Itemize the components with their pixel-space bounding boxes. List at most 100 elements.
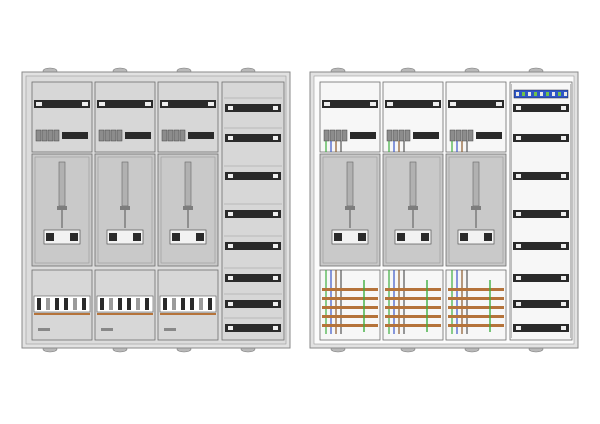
meter-col-1-breaker-1 (104, 129, 111, 142)
distribution-rail-7-slot-a (228, 326, 233, 330)
meter-col-0-meter-display-a (46, 233, 54, 241)
meter-col-1-breaker-3 (404, 129, 411, 142)
meter-col-2-busbar-1 (448, 297, 504, 300)
distribution-rail-7-slot-b (561, 326, 566, 330)
distribution-rail-2-slot-b (273, 174, 278, 178)
distribution-rail-6-slot-b (273, 302, 278, 306)
meter-col-1-rail-top-slot-a (387, 102, 393, 106)
meter-col-1-breaker-2 (398, 129, 405, 142)
distribution-rail-5-slot-b (561, 276, 566, 280)
meter-col-1-rail-mid (125, 132, 151, 139)
meter-col-2-upper (445, 81, 507, 153)
distribution-rail-7-slot-b (273, 326, 278, 330)
meter-col-2-label-plate (164, 328, 176, 331)
meter-col-1-terminal-3 (127, 298, 131, 310)
meter-col-0-rail-top-slot-b (82, 102, 88, 106)
distribution-rail-6-slot-a (516, 302, 521, 306)
meter-col-1-rail-top-slot-a (99, 102, 105, 106)
meter-col-2-rail-top (448, 100, 504, 108)
distribution-rail-1 (513, 134, 569, 142)
distribution-rail-3-slot-a (516, 212, 521, 216)
meter-col-0-label-plate (38, 328, 50, 331)
meter-col-0-meter-display-b (70, 233, 78, 241)
meter-col-2-rail-top-slot-a (162, 102, 168, 106)
meter-col-0-rail-top-slot-a (324, 102, 330, 106)
distribution-terminal-2 (528, 92, 531, 96)
meter-col-2-breaker-1 (455, 129, 462, 142)
meter-col-1-rail-top-slot-b (433, 102, 439, 106)
distribution-rail-3-slot-b (273, 212, 278, 216)
meter-col-2-rail-top-slot-b (208, 102, 214, 106)
meter-col-0-terminal-cover (33, 295, 91, 313)
meter-col-1-breaker-2 (110, 129, 117, 142)
meter-col-1-breaker-0 (386, 129, 393, 142)
distribution-terminal-3 (534, 92, 537, 96)
distribution-rail-4-slot-b (561, 244, 566, 248)
distribution-rail-2 (225, 172, 281, 180)
distribution-rail-2 (513, 172, 569, 180)
distribution-terminal-6 (552, 92, 555, 96)
meter-col-2-terminal-0 (163, 298, 167, 310)
meter-col-2-breaker-2 (461, 129, 468, 142)
distribution-terminal-8 (564, 92, 567, 96)
distribution-terminal-1 (522, 92, 525, 96)
distribution-rail-5 (513, 274, 569, 282)
meter-col-2-meter-display-a (172, 233, 180, 241)
meter-col-2-rail-top-slot-a (450, 102, 456, 106)
distribution-rail-0 (225, 104, 281, 112)
meter-col-1-meter-slot (409, 161, 417, 207)
meter-col-0-busbar-3 (322, 315, 378, 318)
distribution-rail-1-slot-a (516, 136, 521, 140)
distribution-terminal-4 (540, 92, 543, 96)
distribution-rail-5-slot-a (228, 276, 233, 280)
distribution-terminal-0 (516, 92, 519, 96)
meter-col-1-label-plate (101, 328, 113, 331)
meter-col-1-terminal-cover (96, 295, 154, 313)
distribution-rail-7-slot-a (516, 326, 521, 330)
meter-col-0-busbar-2 (322, 306, 378, 309)
meter-col-1-busbar-3 (385, 315, 441, 318)
meter-col-2-rail-mid (476, 132, 502, 139)
open-interior-view-cabinet (309, 67, 579, 353)
distribution-rail-4 (225, 242, 281, 250)
distribution-rail-0-slot-b (561, 106, 566, 110)
distribution-rail-3-slot-b (561, 212, 566, 216)
meter-col-2-rail-mid (188, 132, 214, 139)
meter-col-2-busbar-0 (448, 288, 504, 291)
distribution-rail-4-slot-a (228, 244, 233, 248)
meter-col-0-rail-top (34, 100, 90, 108)
meter-col-1-meter-display-a (397, 233, 405, 241)
meter-col-2-meter-display-a (460, 233, 468, 241)
meter-col-0-rail-top (322, 100, 378, 108)
distribution-rail-1-slot-b (561, 136, 566, 140)
meter-col-1-rail-mid (413, 132, 439, 139)
distribution-rail-0 (513, 104, 569, 112)
meter-col-2-terminal-4 (199, 298, 203, 310)
distribution-rail-4-slot-a (516, 244, 521, 248)
distribution-rail-1-slot-a (228, 136, 233, 140)
distribution-rail-2-slot-b (561, 174, 566, 178)
meter-col-1-meter-slot (121, 161, 129, 207)
meter-col-1-terminal-1 (109, 298, 113, 310)
distribution-rail-6 (225, 300, 281, 308)
meter-col-0-meter-slot (346, 161, 354, 207)
distribution-rail-3 (513, 210, 569, 218)
meter-col-2-meter-slot (472, 161, 480, 207)
meter-col-1-breaker-1 (392, 129, 399, 142)
meter-col-2-busbar-3 (448, 315, 504, 318)
meter-col-2-breaker-3 (179, 129, 186, 142)
distribution-rail-6 (513, 300, 569, 308)
meter-col-1-busbar-2 (385, 306, 441, 309)
distribution-rail-7 (225, 324, 281, 332)
distribution-rail-1 (225, 134, 281, 142)
distribution-rail-3 (225, 210, 281, 218)
meter-col-1-terminal-0 (100, 298, 104, 310)
meter-col-2-lower (445, 269, 507, 341)
meter-col-2-terminal-cover (159, 295, 217, 313)
meter-col-0-terminal-2 (55, 298, 59, 310)
distribution-rail-3-slot-a (228, 212, 233, 216)
distribution-rail-2-slot-a (228, 174, 233, 178)
meter-col-1-rail-top (97, 100, 153, 108)
distribution-rail-0-slot-a (516, 106, 521, 110)
meter-col-2-rail-top (160, 100, 216, 108)
